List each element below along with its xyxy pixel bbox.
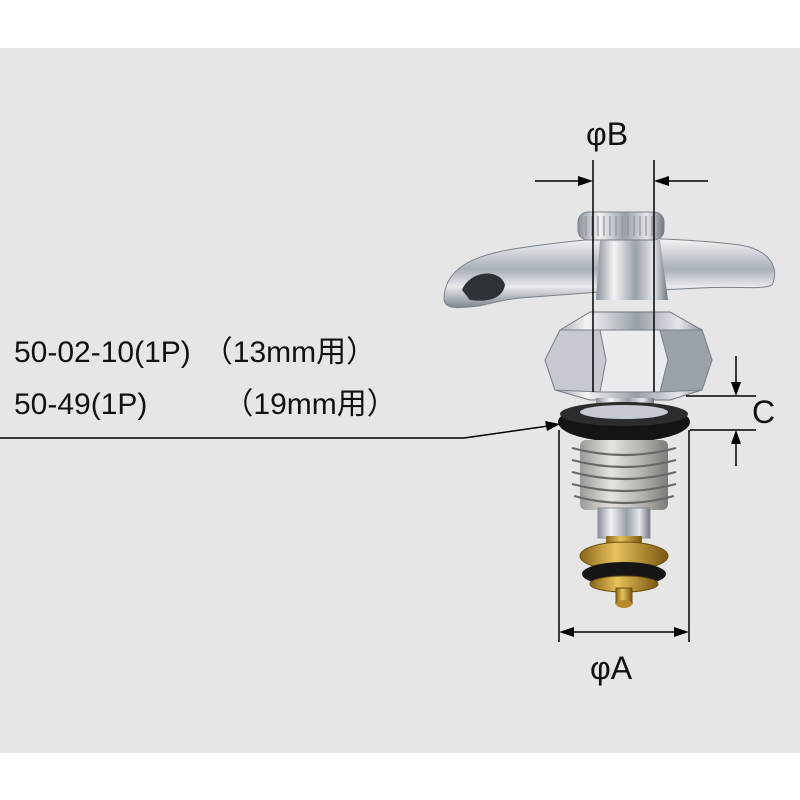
lower-shaft bbox=[597, 507, 651, 539]
t-handle bbox=[443, 237, 776, 309]
dimension-c-label: C bbox=[752, 394, 776, 430]
valve-disc bbox=[579, 541, 669, 608]
dimension-a-label: φA bbox=[590, 650, 633, 686]
dimension-b-label: φB bbox=[586, 116, 629, 152]
handle-screw-cap bbox=[577, 211, 665, 241]
part-usage: （13mm用） bbox=[202, 336, 377, 369]
part-code: 50-02-10(1P) bbox=[14, 336, 191, 369]
shaft-collar bbox=[606, 536, 642, 546]
top-seal-ring bbox=[558, 402, 690, 442]
dimension-a bbox=[558, 430, 690, 642]
part-number-row-2: 50-49(1P) （19mm用） bbox=[14, 390, 397, 420]
part-number-row-1: 50-02-10(1P) （13mm用） bbox=[14, 338, 376, 368]
threaded-spindle bbox=[571, 440, 677, 510]
dimension-c bbox=[686, 356, 756, 466]
hex-nut bbox=[544, 311, 713, 401]
part-code: 50-49(1P) bbox=[14, 388, 148, 421]
part-usage: （19mm用） bbox=[223, 388, 397, 421]
leader-line bbox=[0, 421, 560, 439]
dimension-b bbox=[535, 160, 708, 392]
